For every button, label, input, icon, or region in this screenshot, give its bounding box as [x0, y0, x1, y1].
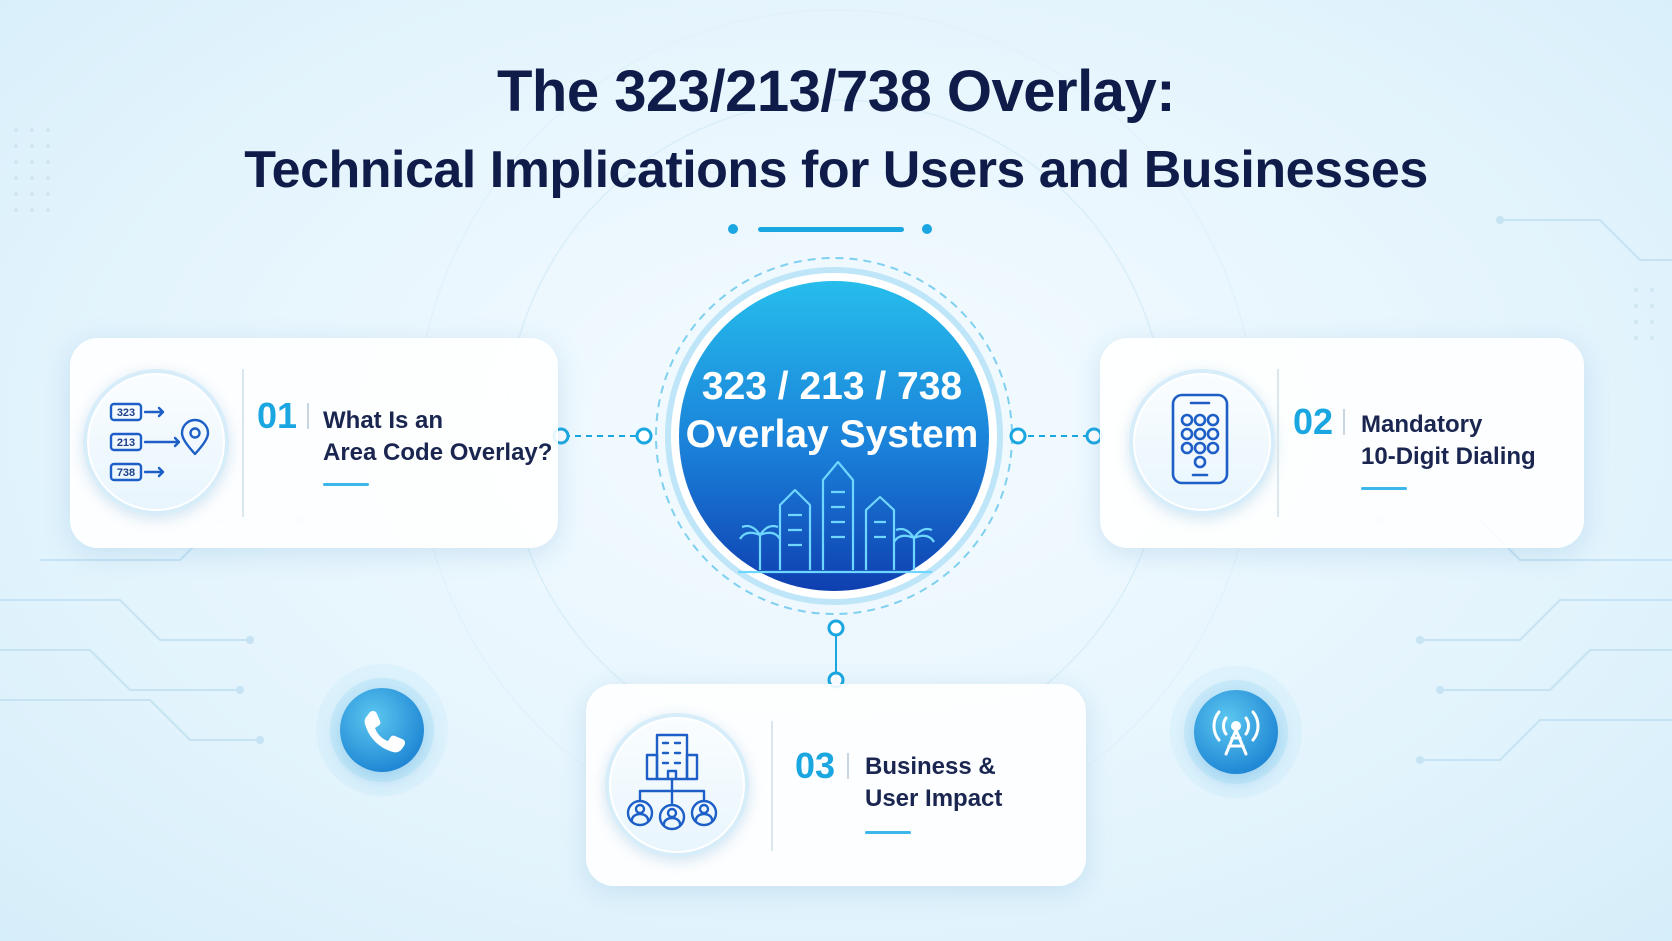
title-deco-bar: [758, 227, 904, 232]
center-title-line-1: 323 / 213 / 738: [701, 365, 963, 408]
title-deco-dot-left: [728, 224, 738, 234]
title-deco-dot-right: [922, 224, 932, 234]
city-skyline-icon: [738, 460, 935, 574]
card-01-label-line-2: Area Code Overlay?: [323, 439, 553, 466]
title-line-2: Technical Implications for Users and Bus…: [244, 141, 1428, 199]
code-738-label: 738: [117, 467, 135, 479]
code-323-label: 323: [117, 407, 135, 419]
card-01-label-line-1: What Is an: [323, 407, 444, 434]
signal-tower-icon: [1212, 710, 1260, 756]
card-02-underline: [1361, 487, 1407, 490]
card-02-icon-ring: [1129, 369, 1275, 515]
card-03-number-separator: [847, 753, 849, 779]
title-line-1: The 323/213/738 Overlay:: [496, 59, 1176, 124]
signal-tower-bubble: [1194, 690, 1278, 774]
card-01-icon-ring: 323 213 738: [83, 369, 229, 515]
card-business-user-impact[interactable]: 03 Business & User Impact: [586, 684, 1086, 886]
card-03-label-line-1: Business &: [865, 753, 996, 780]
card-03-underline: [865, 831, 911, 834]
card-01-divider: [242, 369, 244, 517]
card-01-number-separator: [307, 403, 309, 429]
card-02-label-line-1: Mandatory: [1361, 411, 1483, 438]
card-10-digit-dialing[interactable]: 02 Mandatory 10-Digit Dialing: [1100, 338, 1584, 548]
center-title-line-2: Overlay System: [685, 413, 979, 456]
card-02-number-separator: [1343, 409, 1345, 435]
card-02-divider: [1277, 369, 1279, 517]
code-213-label: 213: [117, 437, 135, 449]
phone-icon: [364, 710, 406, 753]
card-02-number: 02: [1293, 401, 1334, 442]
center-circle: [679, 281, 989, 591]
card-area-code-overlay[interactable]: 323 213 738 01 What Is an Area Code Over…: [70, 338, 558, 548]
business-users-icon: [626, 733, 718, 831]
card-02-label-line-2: 10-Digit Dialing: [1361, 443, 1536, 470]
area-code-map-pin-icon: 323 213 738: [109, 402, 210, 482]
card-03-number: 03: [795, 745, 836, 786]
phone-bubble: [340, 688, 424, 772]
card-03-divider: [771, 721, 773, 851]
card-01-underline: [323, 483, 369, 486]
card-03-icon-ring: [605, 713, 749, 857]
card-03-label-line-2: User Impact: [865, 785, 1003, 812]
phone-keypad-icon: [1171, 393, 1229, 485]
card-01-number: 01: [257, 395, 298, 436]
